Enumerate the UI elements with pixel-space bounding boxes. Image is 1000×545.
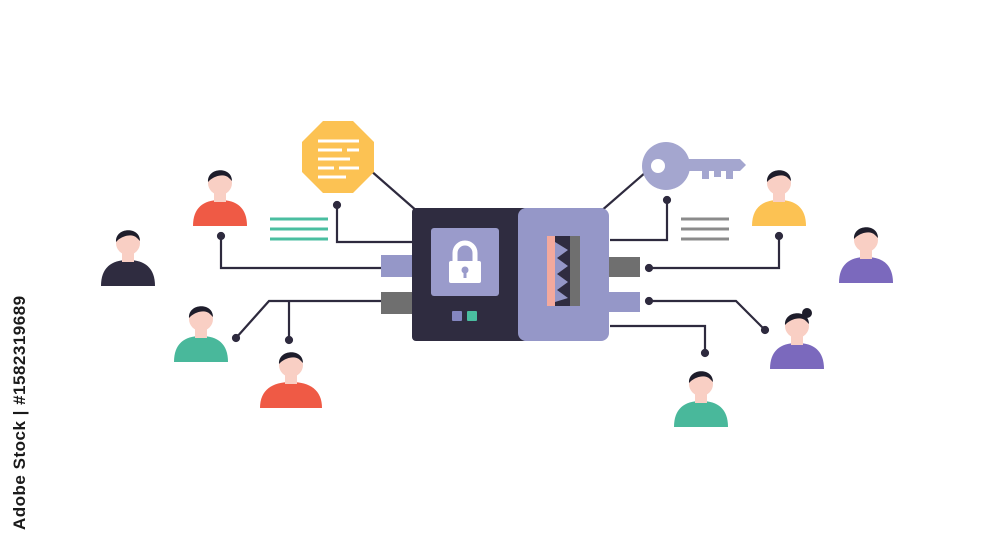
wire-right-person-yellow-2: [645, 236, 781, 270]
person-avatar-right-2: [839, 227, 893, 283]
device-plug: [605, 257, 640, 277]
wire-right-person-yellow: [610, 200, 669, 242]
wire-left-person-teal: [235, 299, 385, 339]
key-slot-icon: [547, 236, 580, 306]
person-avatar-right-4: [674, 371, 728, 427]
wire-node: [774, 231, 784, 241]
device-plug: [381, 255, 415, 277]
indicator-light-teal: [467, 311, 477, 321]
wire-octagon-diagonal: [369, 169, 419, 213]
wire-node: [644, 263, 654, 273]
wire-octagon: [335, 205, 413, 244]
wire-node: [332, 200, 342, 210]
person-avatar-left-4: [260, 352, 322, 408]
person-avatar-left-1: [101, 230, 155, 286]
person-avatar-right-1: [752, 170, 806, 226]
device-plug: [605, 292, 640, 312]
wire-node: [662, 195, 672, 205]
person-avatar-left-3: [174, 306, 228, 362]
person-avatar-left-2: [193, 170, 247, 226]
device-plug: [381, 292, 415, 314]
padlock-icon: [449, 240, 481, 283]
gray-text-lines: [681, 217, 729, 241]
wire-right-person-teal: [610, 324, 707, 353]
wire-node: [284, 335, 294, 345]
wire-node: [760, 325, 770, 335]
wire-node: [231, 333, 241, 343]
lock-device: [381, 208, 640, 341]
wire-left-person-red: [219, 236, 385, 270]
wire-right-person-purple: [649, 299, 766, 331]
person-avatar-right-3: [770, 308, 824, 369]
wire-node: [644, 296, 654, 306]
document-octagon-icon: [302, 121, 374, 193]
wire-node: [700, 348, 710, 358]
indicator-light-purple: [452, 311, 462, 321]
wire-key: [599, 171, 647, 213]
teal-text-lines: [270, 217, 328, 241]
connector-wires: [216, 169, 784, 358]
wire-node: [216, 231, 226, 241]
people-group: [101, 170, 893, 427]
key-icon: [642, 142, 746, 190]
